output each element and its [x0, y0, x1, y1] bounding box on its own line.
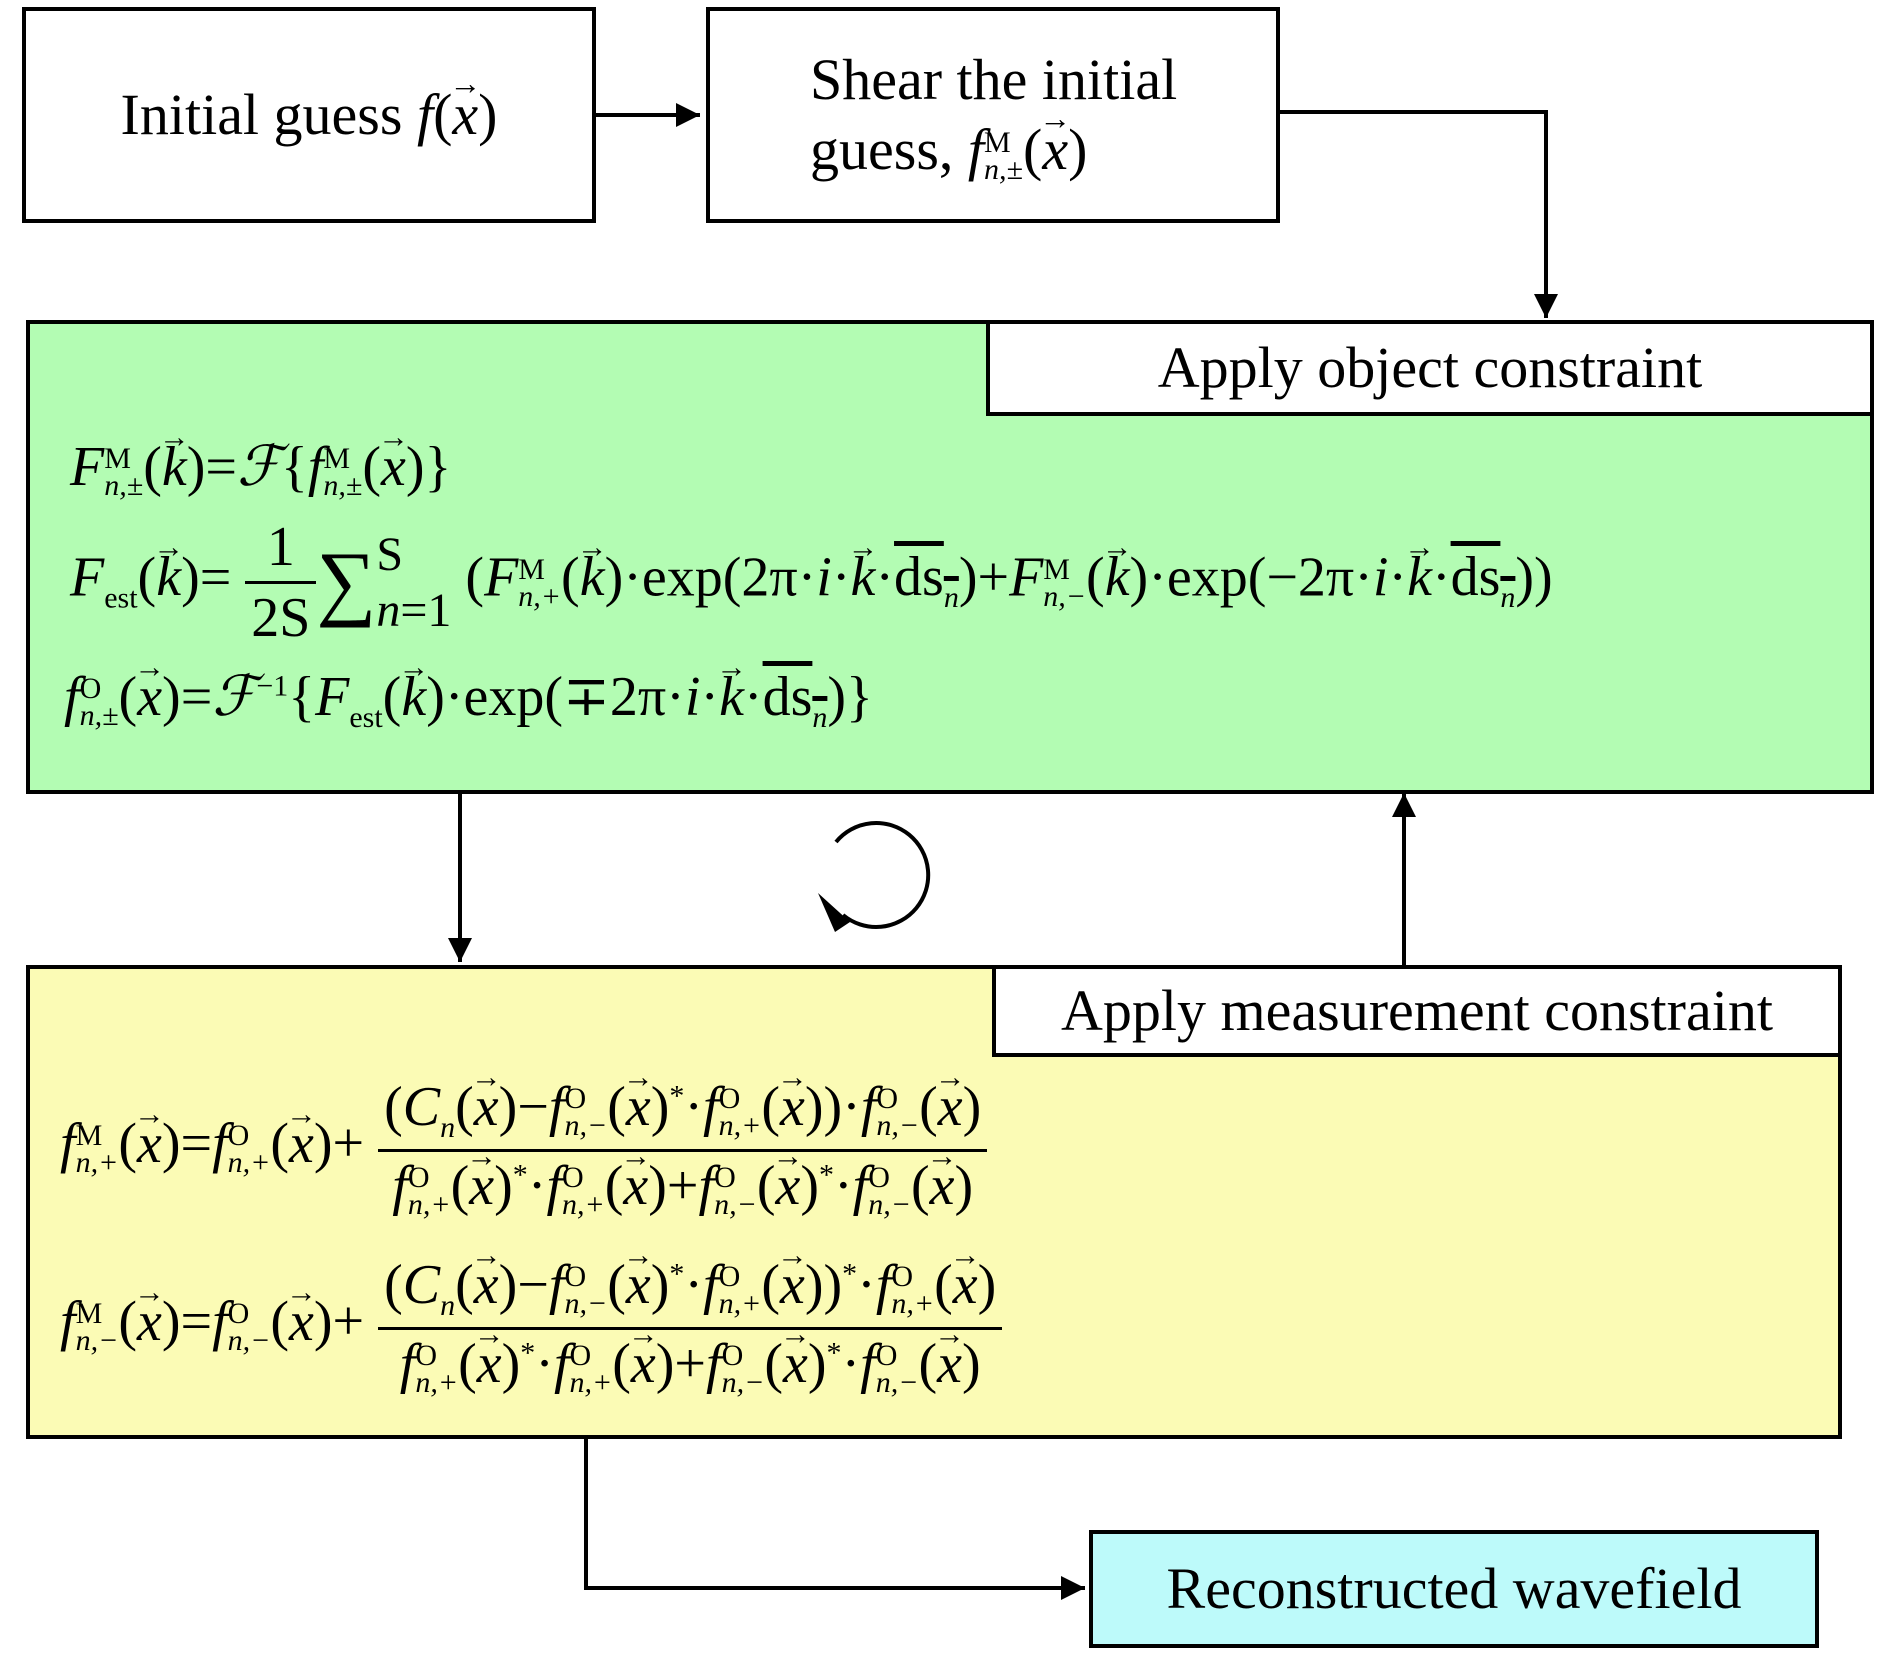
- measurement-eq-plus: fMn,+(x)=fOn,+(x)+ (Cn(x)−fOn,−(x)*·fOn,…: [60, 1079, 988, 1220]
- shear-line-2-group: guess, fMn,±(x): [810, 121, 1087, 185]
- object-eq-2: Fest(k)= 12S∑Sn=1 (FMn,+(k)·exp(2π·i·k·d…: [70, 519, 1553, 646]
- measurement-constraint-title-box: Apply measurement constraint: [992, 965, 1842, 1057]
- initial-guess-box: Initial guess f(x): [22, 7, 596, 223]
- arrow-shear-to-object: [1276, 110, 1558, 318]
- object-eq-1: FMn,±(k)=ℱ{fMn,±(x)}: [70, 439, 451, 501]
- shear-formula: fMn,±(x): [968, 117, 1088, 185]
- arrow-measurement-to-output: [584, 1437, 1085, 1600]
- reconstructed-wavefield-label: Reconstructed wavefield: [1166, 1556, 1742, 1621]
- shear-line-2: guess,: [810, 117, 968, 182]
- object-eq-3: fOn,±(x)=ℱ−1{Fest(k)·exp(∓2π·i·k·dsn)}: [64, 669, 873, 733]
- initial-guess-formula: f(x): [417, 82, 498, 147]
- clockwise-loop-arrow-icon: [818, 821, 931, 932]
- shear-box: Shear the initial guess, fMn,±(x): [706, 7, 1280, 223]
- object-constraint-title: Apply object constraint: [1157, 335, 1703, 400]
- measurement-constraint-title: Apply measurement constraint: [1061, 978, 1773, 1043]
- measurement-eq-minus: fMn,−(x)=fOn,−(x)+ (Cn(x)−fOn,−(x)*·fOn,…: [60, 1257, 1003, 1398]
- initial-guess-label-group: Initial guess f(x): [121, 86, 498, 144]
- shear-line-1: Shear the initial: [810, 47, 1178, 112]
- initial-guess-label: Initial guess: [120, 82, 417, 147]
- object-constraint-title-box: Apply object constraint: [986, 320, 1874, 416]
- reconstructed-wavefield-box: Reconstructed wavefield: [1089, 1530, 1819, 1648]
